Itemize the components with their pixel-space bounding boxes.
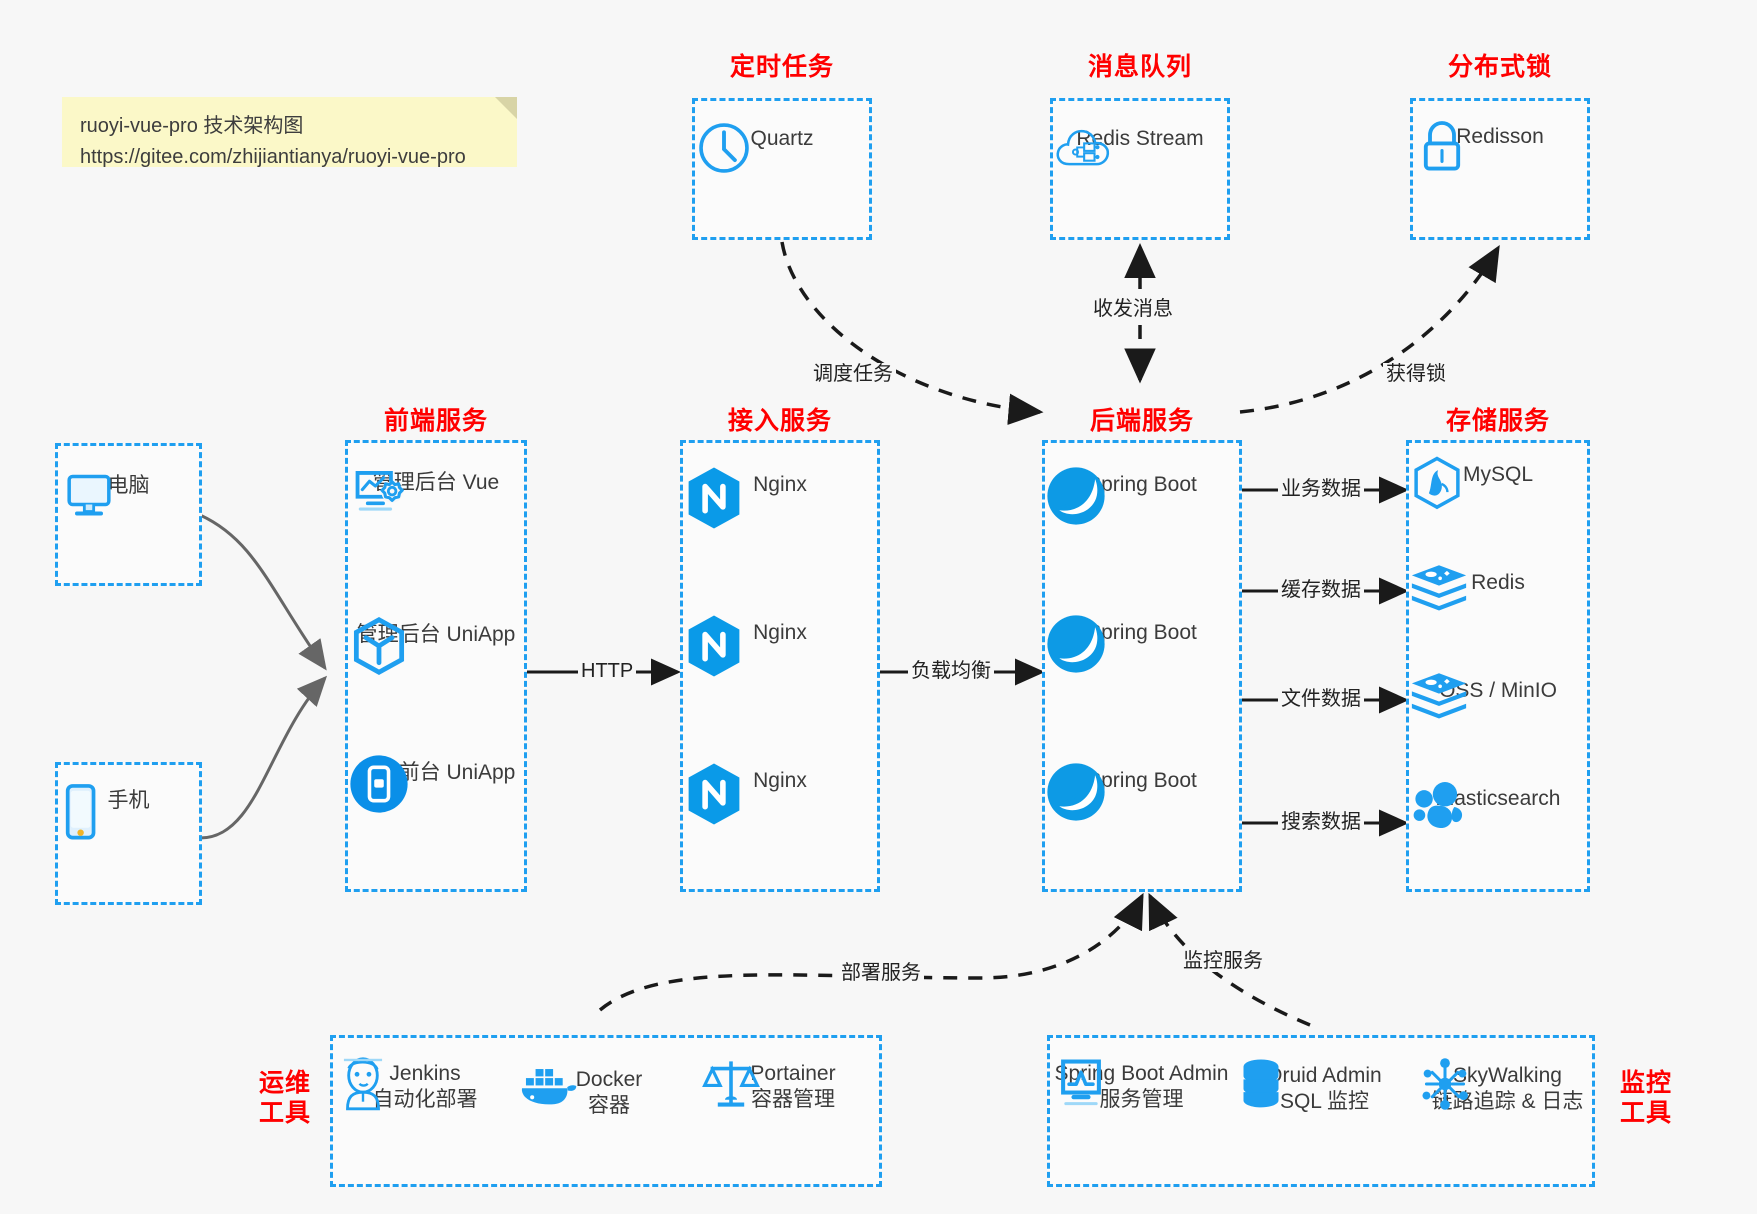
group-title-scheduler: 定时任务 bbox=[729, 53, 834, 81]
node-label: Spring Boot bbox=[1087, 473, 1197, 496]
note-line-2: https://gitee.com/zhijiantianya/ruoyi-vu… bbox=[80, 146, 466, 168]
group-box-gateway: Nginx Nginx Nginx bbox=[680, 440, 880, 892]
edge-deploy-service bbox=[598, 892, 1144, 1012]
node-label: 电脑 bbox=[107, 474, 150, 497]
node-sublabel: 容器 bbox=[588, 1094, 630, 1118]
group-title-devops-line1: 运维 bbox=[258, 1069, 311, 1097]
node-sublabel: 容器管理 bbox=[751, 1088, 835, 1112]
node-label: Quartz bbox=[750, 127, 814, 150]
group-box-backend: Spring Boot Spring Boot Spring Boot bbox=[1042, 440, 1242, 892]
group-title-monitoring-line1: 监控 bbox=[1619, 1069, 1672, 1097]
note-line-1: ruoyi-vue-pro 技术架构图 bbox=[80, 115, 304, 137]
node-user-uniapp[interactable]: 用户前台 UniApp bbox=[348, 753, 524, 813]
node-label: 用户前台 UniApp bbox=[356, 761, 516, 784]
edge-label-lb: 负载均衡 bbox=[908, 660, 994, 682]
node-label: Nginx bbox=[753, 473, 807, 496]
node-mysql[interactable]: MySQL bbox=[1409, 455, 1587, 510]
group-title-storage: 存储服务 bbox=[1445, 407, 1550, 435]
node-admin-uniapp[interactable]: 管理后台 UniApp bbox=[348, 615, 524, 675]
group-title-lock: 分布式锁 bbox=[1447, 53, 1552, 81]
edge-schedule-task bbox=[780, 241, 1044, 425]
group-title-frontend: 前端服务 bbox=[383, 407, 488, 435]
node-spring-boot-admin[interactable]: Spring Boot Admin 服务管理 bbox=[1050, 1054, 1233, 1113]
node-nginx-1[interactable]: Nginx bbox=[683, 465, 877, 529]
client-box-phone: 手机 bbox=[55, 762, 202, 905]
group-title-monitoring-line2: 工具 bbox=[1619, 1098, 1672, 1127]
group-box-storage: MySQL Redis bbox=[1406, 440, 1590, 892]
node-portainer[interactable]: Portainer 容器管理 bbox=[701, 1054, 885, 1113]
node-jenkins[interactable]: Jenkins 自动化部署 bbox=[333, 1054, 517, 1113]
edge-label-biz-data: 业务数据 bbox=[1278, 478, 1364, 500]
node-label: Nginx bbox=[753, 769, 807, 792]
node-label: Jenkins bbox=[389, 1062, 461, 1085]
node-label: Druid Admin bbox=[1267, 1064, 1382, 1087]
node-oss-minio[interactable]: OSS / MinIO bbox=[1409, 671, 1587, 719]
node-label: Docker bbox=[575, 1068, 643, 1091]
edge-label-http: HTTP bbox=[578, 660, 637, 682]
group-title-mq: 消息队列 bbox=[1087, 53, 1192, 81]
info-note: ruoyi-vue-pro 技术架构图 https://gitee.com/zh… bbox=[62, 97, 517, 168]
edge-label-cache-data: 缓存数据 bbox=[1278, 579, 1364, 601]
edge-label-lock: 获得锁 bbox=[1383, 363, 1449, 385]
group-title-backend: 后端服务 bbox=[1089, 407, 1194, 435]
node-elasticsearch[interactable]: Elasticsearch bbox=[1409, 779, 1587, 829]
group-box-scheduler: Quartz bbox=[692, 98, 872, 240]
note-fold-corner bbox=[495, 97, 517, 119]
edge-acquire-lock bbox=[1239, 244, 1500, 414]
edge-label-search-data: 搜索数据 bbox=[1278, 811, 1364, 833]
edge-phone-to-frontend bbox=[199, 675, 328, 840]
node-sublabel: 自动化部署 bbox=[372, 1088, 478, 1112]
node-skywalking[interactable]: SkyWalking 链路追踪 & 日志 bbox=[1416, 1056, 1599, 1115]
node-redisson[interactable]: Redisson bbox=[1413, 117, 1587, 171]
node-label: Redisson bbox=[1456, 125, 1544, 148]
node-label: Spring Boot bbox=[1087, 769, 1197, 792]
node-docker[interactable]: Docker 容器 bbox=[517, 1060, 701, 1119]
node-spring-boot-3[interactable]: Spring Boot bbox=[1045, 761, 1239, 821]
group-title-devops: 运维 工具 bbox=[252, 1069, 318, 1128]
group-box-monitoring: Spring Boot Admin 服务管理 Druid Admin SQL 监… bbox=[1047, 1035, 1595, 1187]
group-box-lock: Redisson bbox=[1410, 98, 1590, 240]
group-title-monitoring: 监控 工具 bbox=[1613, 1069, 1679, 1128]
node-sublabel: 服务管理 bbox=[1099, 1088, 1184, 1112]
group-box-devops: Jenkins 自动化部署 Docker 容器 bbox=[330, 1035, 882, 1187]
group-box-frontend: 管理后台 Vue 管理后台 UniApp 用户前台 UniApp bbox=[345, 440, 527, 892]
edge-label-schedule: 调度任务 bbox=[810, 363, 896, 385]
node-label: MySQL bbox=[1462, 463, 1533, 486]
node-spring-boot-2[interactable]: Spring Boot bbox=[1045, 613, 1239, 673]
node-sublabel: SQL 监控 bbox=[1279, 1090, 1370, 1114]
group-box-mq: Redis Stream bbox=[1050, 98, 1230, 240]
edge-label-deploy: 部署服务 bbox=[838, 962, 924, 984]
node-label: SkyWalking bbox=[1453, 1064, 1562, 1087]
node-label: Spring Boot Admin bbox=[1054, 1062, 1229, 1085]
node-nginx-3[interactable]: Nginx bbox=[683, 761, 877, 825]
node-label: 管理后台 UniApp bbox=[356, 623, 516, 646]
group-title-devops-line2: 工具 bbox=[258, 1098, 311, 1127]
node-sublabel: 链路追踪 & 日志 bbox=[1431, 1090, 1584, 1114]
node-label: Elasticsearch bbox=[1435, 787, 1561, 810]
group-title-gateway: 接入服务 bbox=[727, 407, 832, 435]
node-quartz[interactable]: Quartz bbox=[695, 119, 869, 173]
node-label: Redis Stream bbox=[1076, 127, 1204, 150]
node-label: Redis bbox=[1471, 571, 1525, 594]
node-label: 管理后台 Vue bbox=[372, 471, 500, 494]
node-phone[interactable]: 手机 bbox=[58, 781, 199, 840]
client-box-desktop: 电脑 bbox=[55, 443, 202, 586]
edge-label-monitor: 监控服务 bbox=[1180, 950, 1266, 972]
node-label: 手机 bbox=[107, 789, 150, 812]
node-label: Spring Boot bbox=[1087, 621, 1197, 644]
node-redis-stream[interactable]: Redis Stream bbox=[1053, 119, 1227, 166]
node-druid-admin[interactable]: Druid Admin SQL 监控 bbox=[1233, 1056, 1416, 1115]
edge-desktop-to-frontend bbox=[199, 513, 327, 671]
node-admin-vue[interactable]: 管理后台 Vue bbox=[348, 463, 524, 511]
edge-label-mq: 收发消息 bbox=[1090, 298, 1176, 320]
edge-label-file-data: 文件数据 bbox=[1278, 688, 1364, 710]
node-label: Portainer bbox=[750, 1062, 836, 1085]
node-nginx-2[interactable]: Nginx bbox=[683, 613, 877, 677]
node-label: OSS / MinIO bbox=[1439, 679, 1557, 702]
node-label: Nginx bbox=[753, 621, 807, 644]
node-desktop[interactable]: 电脑 bbox=[58, 466, 199, 516]
node-spring-boot-1[interactable]: Spring Boot bbox=[1045, 465, 1239, 525]
node-redis[interactable]: Redis bbox=[1409, 563, 1587, 611]
